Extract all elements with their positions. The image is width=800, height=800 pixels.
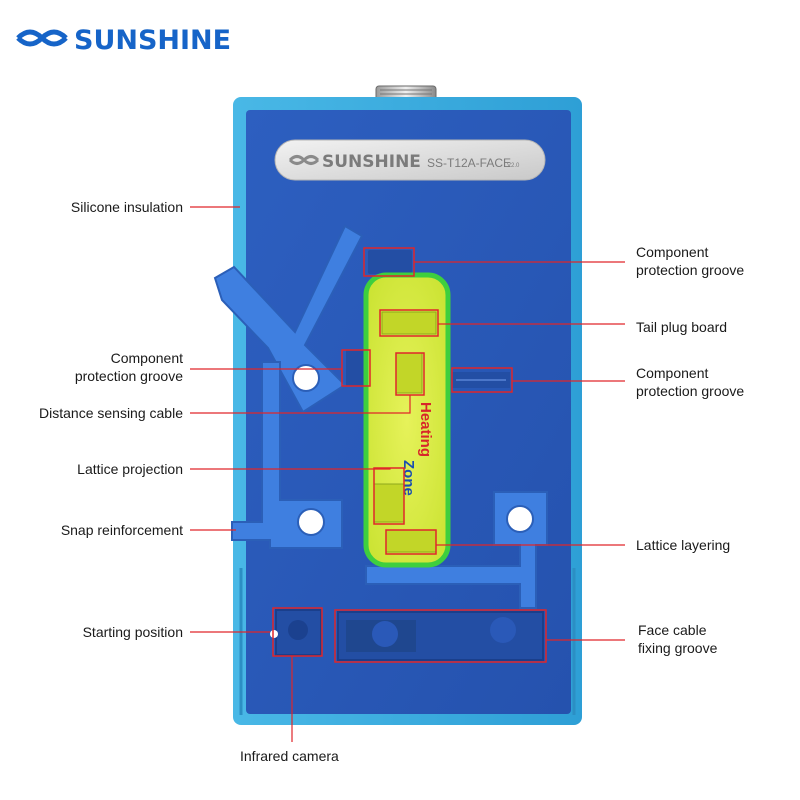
left-screw-hole [297, 508, 325, 536]
label-infrared-camera: Infrared camera [240, 748, 339, 764]
nameplate: SUNSHINE SS-T12A-FACE V2.0 [274, 139, 546, 181]
right-screw-hole [506, 505, 534, 533]
upper-left-clamp-arm [213, 224, 364, 414]
face-cable-groove [337, 611, 544, 661]
nameplate-model: SS-T12A-FACE [427, 156, 511, 170]
heating-text-1: Heating [417, 402, 434, 457]
brand-logo: SUNSHINE [16, 25, 231, 56]
callout-box-left-groove [341, 349, 371, 387]
camera-lens [288, 620, 308, 640]
callout-box-lattice-layering [385, 529, 437, 555]
upper-screw-hole [292, 364, 320, 392]
label-silicone-insulation: Silicone insulation [71, 199, 183, 215]
label-face-cable-line1: Face cable [638, 622, 707, 638]
callout-box-face-cable [334, 609, 547, 663]
nameplate-brand: SUNSHINE [322, 152, 421, 172]
heating-zone: Heating Zone [363, 272, 451, 568]
callout-lines [190, 206, 625, 742]
lattice-layering-pad [385, 529, 437, 553]
sunshine-wave-logo-icon [16, 29, 68, 47]
top-component-groove [368, 250, 412, 274]
callout-boxes [272, 247, 547, 663]
label-top-groove-line2: protection groove [636, 262, 744, 278]
label-top-groove-line1: Component [636, 244, 708, 260]
callout-box-tail-plug [379, 309, 439, 337]
label-tail-plug-board: Tail plug board [636, 319, 727, 335]
callout-box-lattice-projection [373, 467, 405, 525]
left-snap-arm [231, 361, 343, 549]
lattice-projection-pad [373, 483, 405, 523]
label-starting-position: Starting position [83, 624, 183, 640]
infrared-camera-window [270, 609, 322, 656]
distance-sensing-pad [395, 352, 423, 394]
tail-plug-pad [381, 311, 437, 335]
label-right-groove-line1: Component [636, 365, 708, 381]
label-face-cable-line2: fixing groove [638, 640, 718, 656]
nameplate-version: V2.0 [507, 163, 520, 169]
label-lattice-projection: Lattice projection [77, 461, 183, 477]
callout-box-camera [272, 607, 323, 657]
left-component-groove [346, 350, 368, 386]
nameplate-logo-icon [288, 155, 320, 165]
label-right-groove-line2: protection groove [636, 383, 744, 399]
brand-logo-text: SUNSHINE [74, 25, 231, 56]
label-lattice-layering: Lattice layering [636, 537, 730, 553]
starting-position-marker [270, 630, 278, 638]
callout-box-right-groove [451, 367, 513, 393]
label-left-groove-line2: protection groove [75, 368, 183, 384]
label-snap-reinforcement: Snap reinforcement [61, 522, 183, 538]
label-left-groove-line1: Component [111, 350, 183, 366]
label-distance-sensing-cable: Distance sensing cable [39, 405, 183, 421]
heating-text-2: Zone [400, 460, 417, 496]
